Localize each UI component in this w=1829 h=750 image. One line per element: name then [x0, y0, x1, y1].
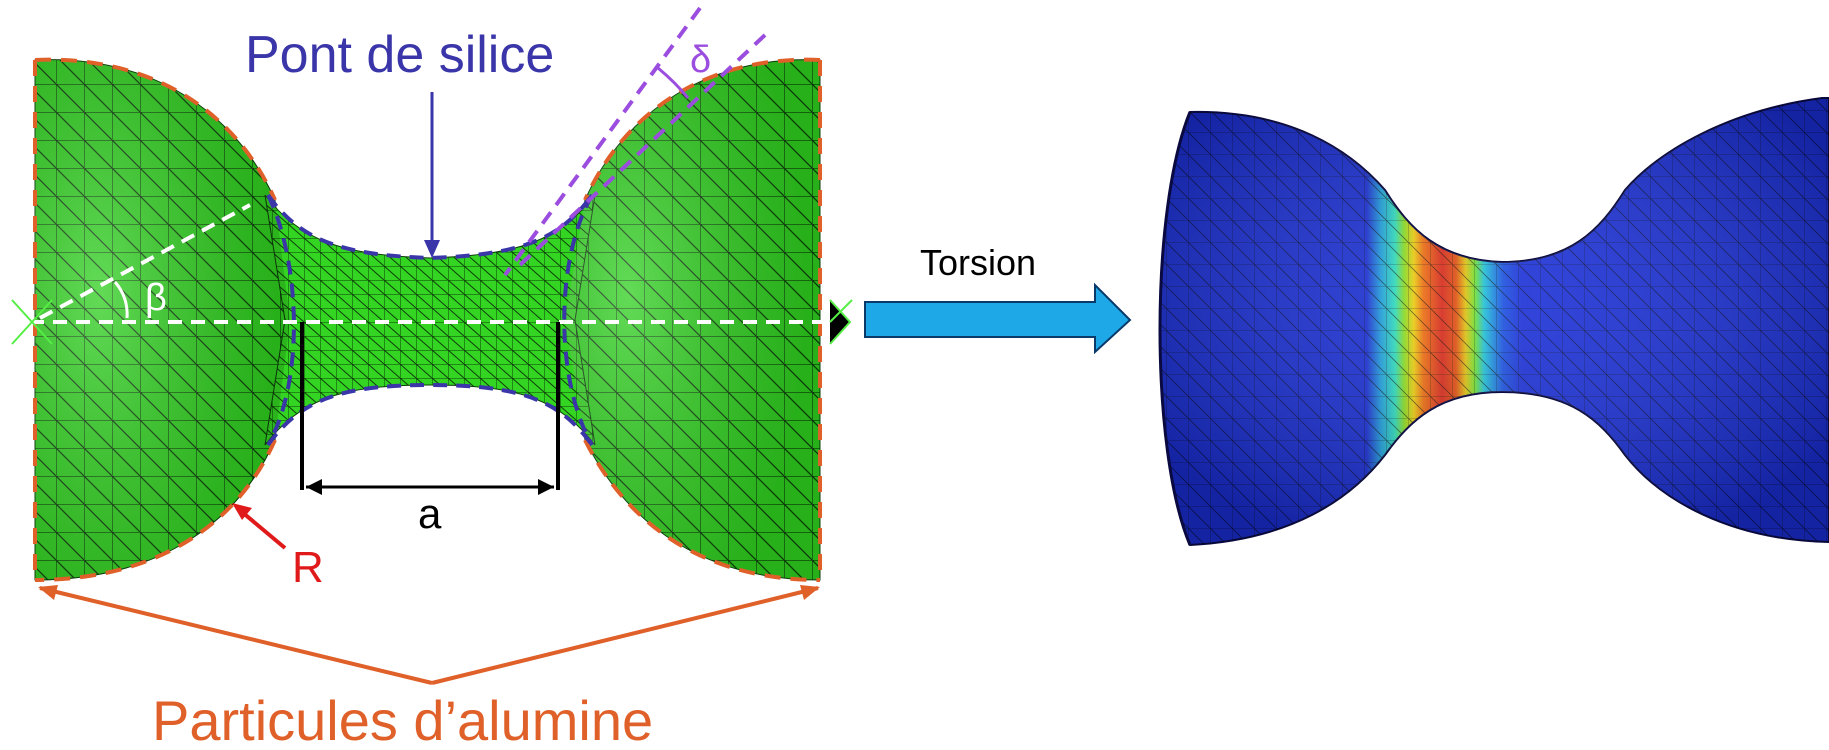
- particle-bracket-right: [431, 586, 819, 685]
- fem-left-end-face: [1158, 111, 1192, 546]
- beta-angle-line: [39, 203, 251, 320]
- fem-result-model: [1158, 97, 1829, 547]
- radius-pointer-line: [240, 510, 287, 550]
- torsion-label: Torsion: [920, 242, 1036, 283]
- particle-bracket-left: [39, 586, 433, 685]
- bridge-pointer-head: [424, 240, 440, 258]
- dimension-a: [300, 322, 560, 495]
- beta-arc: [113, 280, 129, 319]
- dimension-a-label: a: [418, 490, 442, 537]
- particles-label: Particules d’alumine: [152, 689, 653, 750]
- torsion-arrow-group: Torsion: [864, 242, 1132, 355]
- radius-pointer-head: [232, 503, 252, 520]
- axis-end-mark-right: [829, 299, 853, 345]
- beta-label: β: [145, 277, 167, 319]
- delta-arc: [657, 66, 690, 99]
- delta-line-1: [503, 6, 702, 277]
- axis-end-mark-left: [11, 299, 53, 345]
- left-mesh-model: β δ Pont de silice a R Particules d’alum…: [11, 6, 853, 750]
- radius-label: R: [292, 543, 324, 592]
- torsion-arrow: [864, 282, 1132, 355]
- delta-label: δ: [690, 39, 711, 81]
- delta-line-2: [518, 33, 767, 267]
- bridge-label: Pont de silice: [245, 26, 554, 84]
